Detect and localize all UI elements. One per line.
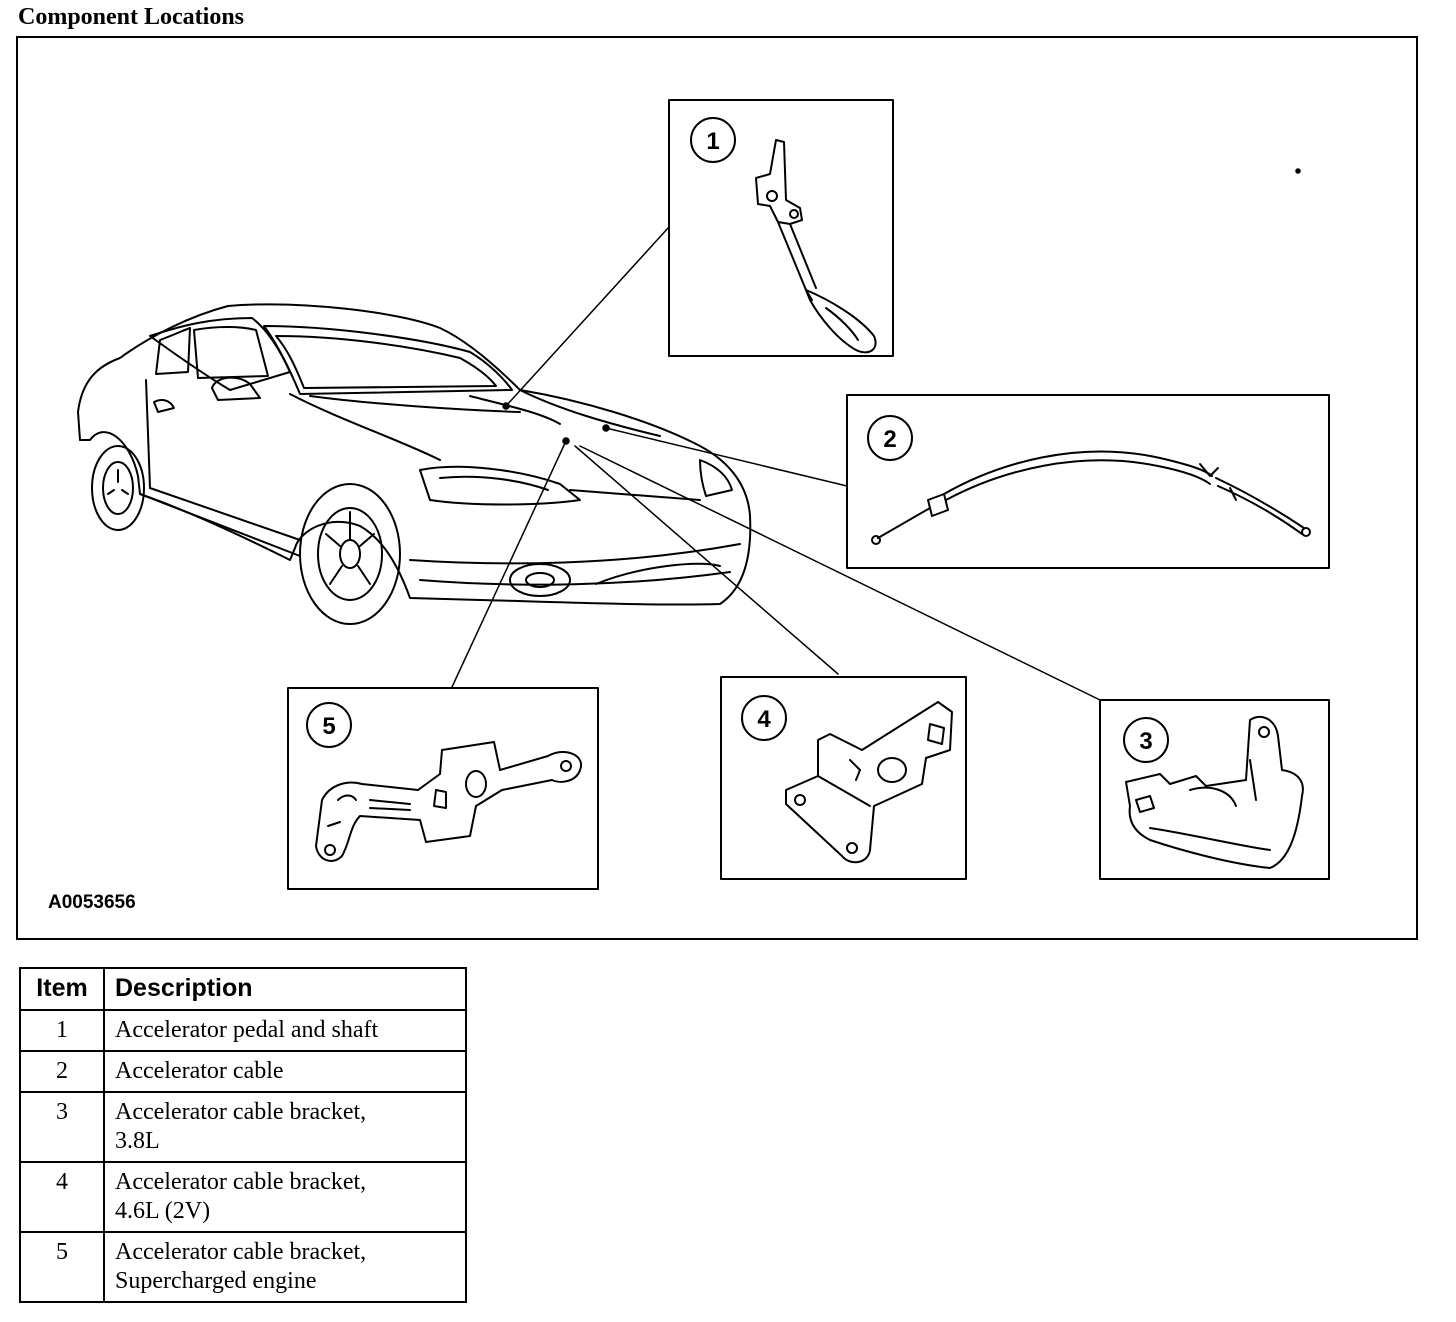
row-description: Accelerator cable [103, 1050, 467, 1093]
row-description: Accelerator cable bracket, 4.6L (2V) [103, 1161, 467, 1233]
table-header-row: Item Description [19, 967, 467, 1011]
leader-line-3 [579, 445, 1101, 701]
description-line: Accelerator cable bracket, [115, 1169, 367, 1195]
accelerator-pedal-icon [755, 139, 877, 354]
figure-id: A0053656 [48, 892, 136, 913]
description-line: 3.8L [115, 1128, 160, 1154]
row-item: 3 [19, 1091, 105, 1163]
component-legend-table: Item Description 1 Accelerator pedal and… [19, 967, 467, 1303]
row-description: Accelerator cable bracket, 3.8L [103, 1091, 467, 1163]
figure-frame [16, 36, 1418, 940]
accelerator-cable-icon [871, 450, 1311, 545]
description-line: Supercharged engine [115, 1268, 317, 1294]
callout-1: 1 [706, 128, 719, 155]
leader-line-1 [505, 226, 670, 407]
leader-line-4 [574, 445, 839, 675]
row-item: 4 [19, 1161, 105, 1233]
description-line: Accelerator pedal and shaft [115, 1017, 379, 1043]
table-row: 2 Accelerator cable [19, 1050, 467, 1093]
row-item: 2 [19, 1050, 105, 1093]
leader-lines [451, 168, 1301, 701]
callout-4: 4 [757, 706, 771, 733]
table-row: 5 Accelerator cable bracket, Supercharge… [19, 1231, 467, 1303]
row-item: 1 [19, 1009, 105, 1052]
component-box-4: 4 [720, 676, 967, 880]
callout-2: 2 [883, 426, 896, 453]
car-illustration [77, 303, 752, 625]
component-box-5: 5 [287, 687, 599, 890]
header-description: Description [103, 967, 467, 1011]
component-box-3: 3 [1099, 699, 1330, 880]
row-description: Accelerator pedal and shaft [103, 1009, 467, 1052]
table-row: 3 Accelerator cable bracket, 3.8L [19, 1091, 467, 1163]
row-item: 5 [19, 1231, 105, 1303]
leader-line-2 [605, 427, 848, 487]
callout-3: 3 [1139, 728, 1152, 755]
component-box-1: 1 [668, 99, 894, 357]
component-diagram: 1 2 3 [77, 99, 1330, 890]
page-title: Component Locations [18, 4, 245, 30]
table-row: 4 Accelerator cable bracket, 4.6L (2V) [19, 1161, 467, 1233]
description-line: Accelerator cable bracket, [115, 1239, 367, 1265]
callout-5: 5 [322, 713, 335, 740]
component-box-2: 2 [846, 394, 1330, 569]
bracket-supercharged-icon [315, 741, 583, 862]
header-item: Item [19, 967, 105, 1011]
description-line: Accelerator cable bracket, [115, 1099, 367, 1125]
table-row: 1 Accelerator pedal and shaft [19, 1009, 467, 1052]
bracket-4-6l-icon [785, 701, 953, 864]
description-line: 4.6L (2V) [115, 1198, 211, 1224]
leader-line-5 [451, 440, 567, 688]
description-line: Accelerator cable [115, 1058, 284, 1084]
row-description: Accelerator cable bracket, Supercharged … [103, 1231, 467, 1303]
bracket-3-8l-icon [1125, 715, 1304, 869]
